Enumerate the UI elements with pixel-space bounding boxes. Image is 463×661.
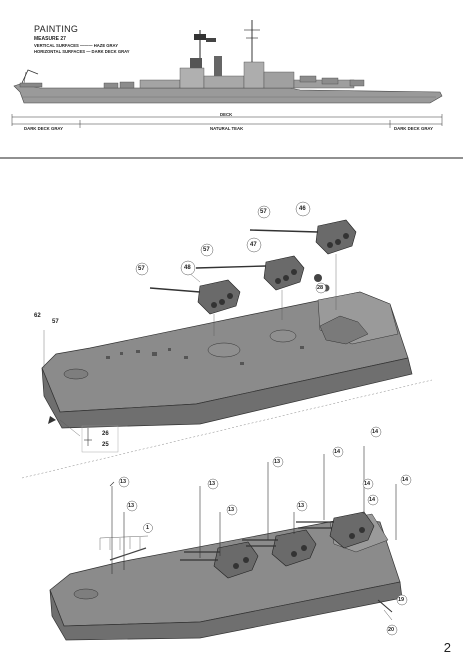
lower-turret-2 [271,529,317,567]
painting-horizontal-surfaces: HORIZONTAL SURFACES — DARK DECK GRAY [34,49,130,54]
callout-14-a: 14 [334,449,341,455]
callout-19: 19 [398,597,405,603]
callout-20: 20 [388,627,395,633]
callout-62: 62 [34,313,41,319]
upper-deck-assembly [21,219,433,479]
lower-turret-1 [213,541,259,579]
callout-1: 1 [146,525,150,531]
callout-13-e: 13 [274,459,281,465]
deck-label: DECK [220,112,233,117]
callout-13-a: 13 [120,479,127,485]
callout-13-b: 13 [128,503,135,509]
turret-46 [315,219,357,255]
painting-vertical-surfaces: VERTICAL SURFACES ——— HAZE GRAY [34,43,118,48]
lower-deck-assembly [49,446,403,641]
callout-48: 48 [184,265,191,271]
callout-13-d: 13 [228,507,235,513]
callout-57-a: 57 [260,209,267,215]
callout-57-b: 57 [203,247,210,253]
deck-left-label: DARK DECK GRAY [24,126,63,131]
callout-13-f: 13 [298,503,305,509]
callout-14-d: 14 [402,477,409,483]
painting-title: PAINTING [34,24,79,34]
lower-callout-bubbles [118,426,412,636]
page-number: 2 [443,640,451,655]
callout-25: 25 [102,442,109,448]
callout-13-c: 13 [209,481,216,487]
upper-callout-bubbles [135,201,327,294]
deck-center-label: NATURAL TEAK [210,126,244,131]
callout-57-d: 57 [52,319,59,325]
callout-26: 26 [102,431,109,437]
painting-measure: MEASURE 27 [34,36,66,42]
turret-48 [197,279,241,315]
callout-28: 28 [317,285,324,291]
deck-dimension-lines [11,114,443,128]
callout-14-e: 14 [369,497,376,503]
callout-57-c: 57 [138,266,145,272]
callout-46: 46 [299,206,306,212]
ship-profile [13,20,443,104]
callout-14-b: 14 [372,429,379,435]
deck-right-label: DARK DECK GRAY [394,126,433,131]
callout-14-c: 14 [364,481,371,487]
turret-47 [263,255,305,291]
callout-47: 47 [250,242,257,248]
